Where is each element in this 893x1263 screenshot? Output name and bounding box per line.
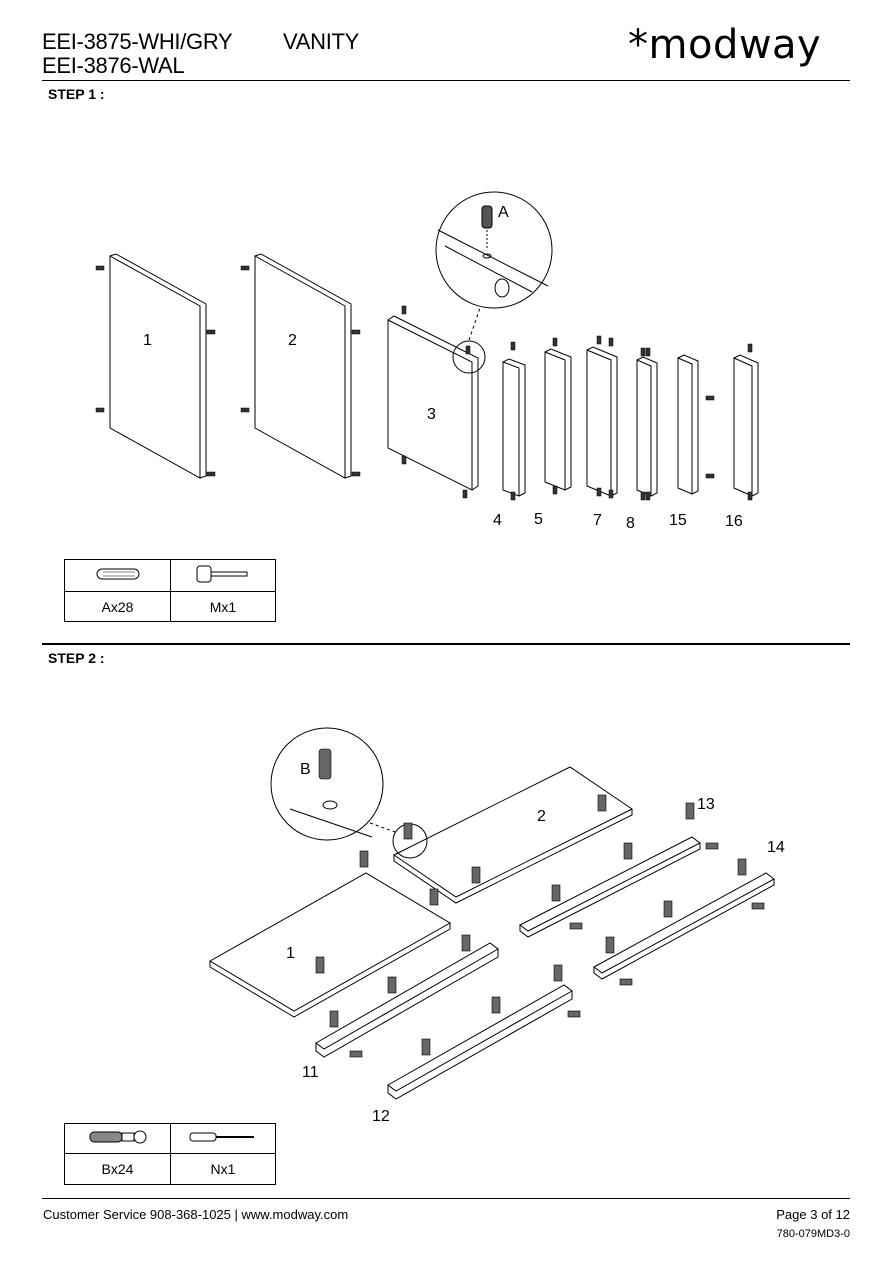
document-code: 780-079MD3-0 bbox=[776, 1228, 850, 1240]
rail-14 bbox=[593, 872, 775, 974]
panel-1 bbox=[109, 255, 201, 479]
rail-12 bbox=[387, 984, 573, 1092]
part-qty: Nx1 bbox=[170, 1153, 276, 1185]
svg-text:3: 3 bbox=[427, 406, 436, 423]
panel-2 bbox=[254, 255, 346, 479]
part-qty: Mx1 bbox=[170, 591, 276, 622]
slat-16 bbox=[733, 357, 753, 497]
svg-text:1: 1 bbox=[286, 945, 295, 962]
step-2-parts-table: Bx24 Nx1 bbox=[64, 1123, 276, 1185]
svg-text:2: 2 bbox=[288, 332, 297, 349]
mallet-icon bbox=[170, 559, 276, 592]
dowel-callout-circle bbox=[435, 191, 553, 309]
slat-7 bbox=[586, 349, 612, 497]
svg-text:8: 8 bbox=[626, 515, 635, 532]
svg-text:16: 16 bbox=[725, 513, 743, 530]
step-1-title: STEP 1 : bbox=[48, 86, 105, 102]
callout-label-b: B bbox=[300, 761, 311, 778]
svg-text:11: 11 bbox=[302, 1064, 319, 1081]
step-1-parts-table: Ax28 Mx1 bbox=[64, 559, 276, 622]
slat-5 bbox=[544, 351, 566, 491]
cam-callout-circle bbox=[270, 727, 384, 841]
slat-8 bbox=[636, 359, 652, 497]
svg-text:14: 14 bbox=[767, 839, 785, 856]
header-divider bbox=[42, 80, 850, 81]
svg-text:7: 7 bbox=[593, 512, 602, 529]
modway-logo: *modway bbox=[628, 22, 822, 68]
screwdriver-icon bbox=[170, 1123, 276, 1154]
part-qty: Bx24 bbox=[64, 1153, 171, 1185]
svg-text:12: 12 bbox=[372, 1108, 390, 1125]
step-2-illustration: 1 2 11 12 13 14 B bbox=[209, 727, 785, 1125]
svg-text:15: 15 bbox=[669, 512, 687, 529]
cam-bolt-icon bbox=[64, 1123, 171, 1154]
customer-service-line: Customer Service 908-368-1025 | www.modw… bbox=[43, 1207, 349, 1222]
panel-2 bbox=[393, 766, 633, 898]
slat-15 bbox=[677, 357, 693, 495]
svg-text:13: 13 bbox=[697, 796, 715, 813]
step-1-illustration: 1 2 3 4 5 7 8 15 16 A bbox=[95, 191, 759, 532]
svg-text:4: 4 bbox=[493, 512, 502, 529]
svg-text:5: 5 bbox=[534, 511, 543, 528]
page-number: Page 3 of 12 bbox=[776, 1207, 850, 1222]
product-name: VANITY bbox=[283, 29, 360, 54]
slat-4 bbox=[502, 361, 520, 497]
model-number-1: EEI-3875-WHI/GRY bbox=[42, 29, 233, 54]
svg-text:2: 2 bbox=[537, 808, 546, 825]
model-number-2: EEI-3876-WAL bbox=[42, 53, 185, 78]
footer-divider bbox=[42, 1198, 850, 1199]
step-divider bbox=[42, 643, 850, 645]
dowel-callout bbox=[481, 205, 493, 248]
wooden-dowel-icon bbox=[64, 559, 171, 592]
panel-label: 1 bbox=[143, 332, 152, 349]
step-2-title: STEP 2 : bbox=[48, 650, 105, 666]
panel-3 bbox=[387, 319, 473, 491]
part-qty: Ax28 bbox=[64, 591, 171, 622]
callout-label-a: A bbox=[498, 204, 509, 221]
